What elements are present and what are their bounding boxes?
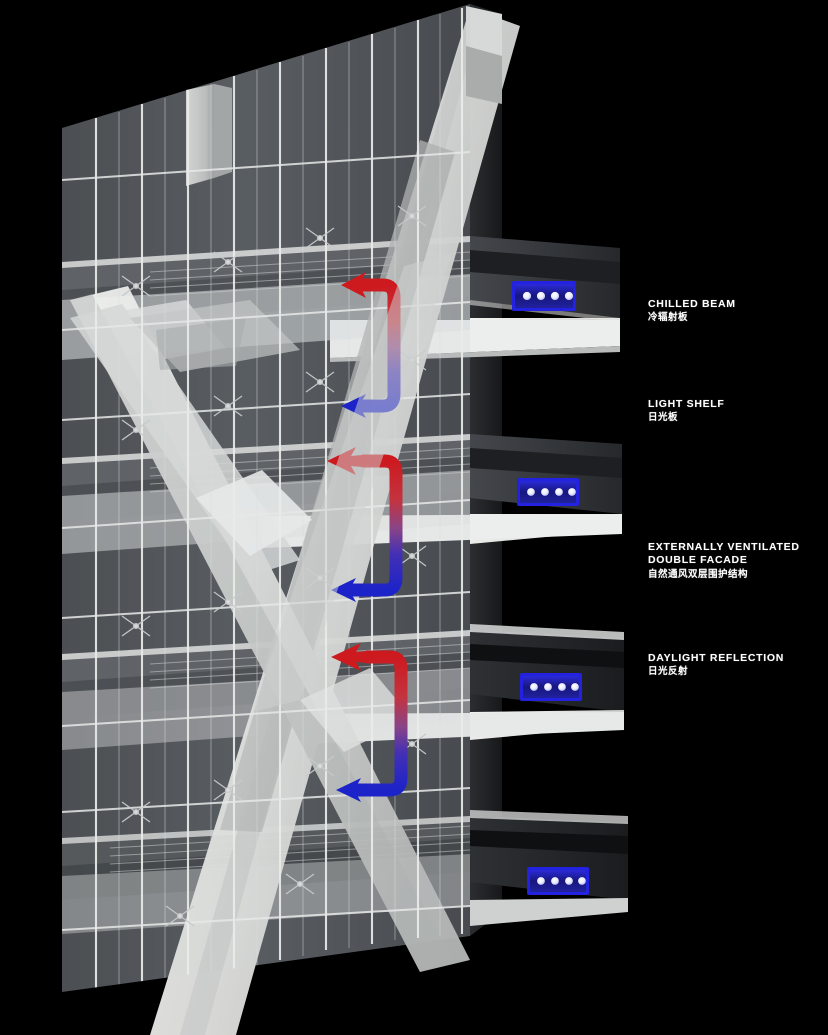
curtain-wall-system — [62, 4, 470, 992]
foreground-brace — [252, 254, 452, 712]
floor-slab-level-3 — [470, 434, 622, 544]
core-front-face — [186, 84, 214, 186]
spider-fitting — [213, 779, 243, 801]
spider-fitting — [213, 251, 243, 273]
spider-fitting — [121, 615, 151, 637]
callout-light-shelf: LIGHT SHELF 日光板 — [648, 398, 725, 425]
callout-chilled-beam: CHILLED BEAM 冷辐射板 — [648, 298, 736, 325]
chilled-beam-unit — [512, 281, 576, 311]
spider-fitting — [213, 395, 243, 417]
spider-fitting — [397, 205, 427, 227]
slab-soffit-shadow — [470, 644, 624, 668]
rooftop-core — [186, 84, 232, 186]
brace-front-pass — [252, 254, 452, 712]
chilled-beam-unit — [527, 867, 589, 895]
airflow-path — [355, 650, 408, 797]
spider-fitting — [305, 755, 335, 777]
slab-soffit-shadow — [470, 830, 628, 854]
ceiling-reflector — [470, 810, 628, 824]
callout-label-zh: 冷辐射板 — [648, 312, 689, 324]
chilled-beam-unit — [520, 673, 582, 701]
callout-label-en: CHILLED BEAM — [648, 298, 736, 310]
spider-fitting — [305, 371, 335, 393]
roof-beam-face — [466, 46, 502, 104]
airflow-loop — [331, 643, 408, 802]
callout-label-en: DAYLIGHT REFLECTION — [648, 652, 784, 664]
callout-daylight-reflection: DAYLIGHT REFLECTION 日光反射 — [648, 652, 784, 679]
callout-label-en-line2: DOUBLE FACADE — [648, 554, 748, 567]
roof-beam-volume — [466, 6, 502, 104]
spider-fitting — [397, 545, 427, 567]
spider-fitting — [121, 275, 151, 297]
brace-diagonal-ascending-shadow — [70, 294, 452, 972]
spider-fitting — [165, 905, 195, 927]
slab-soffit-shadow — [470, 250, 620, 284]
callout-label-zh: 日光板 — [648, 412, 679, 424]
brace-node-gusset — [300, 668, 412, 752]
callout-label-zh: 日光反射 — [648, 666, 689, 678]
spider-fitting — [305, 227, 335, 249]
airflow-path — [350, 454, 403, 597]
slab-top-plate — [470, 898, 628, 926]
chilled-beam-unit — [517, 478, 579, 506]
callout-label-en-line1: EXTERNALLY VENTILATED — [648, 541, 800, 553]
brace-node-gusset — [196, 470, 312, 556]
spider-fitting — [213, 591, 243, 613]
spider-fitting — [121, 419, 151, 441]
spider-fitting — [285, 873, 315, 895]
ceiling-reflector — [470, 624, 624, 640]
spider-fitting — [397, 733, 427, 755]
callout-label-en: LIGHT SHELF — [648, 398, 725, 410]
arrow-head-supply — [341, 272, 372, 298]
brace-fold-detail — [156, 318, 246, 370]
arrow-head-supply — [331, 643, 367, 671]
arrow-head-return — [331, 578, 362, 602]
glass-sheen — [62, 4, 470, 992]
spider-fitting — [121, 801, 151, 823]
callout-double-facade: EXTERNALLY VENTILATED DOUBLE FACADE 自然通风… — [648, 541, 800, 581]
core-side-face — [214, 84, 232, 178]
callout-label-zh: 自然通风双层围护结构 — [648, 568, 749, 580]
slab-soffit-shadow — [470, 448, 622, 478]
roof-beam-top — [466, 6, 502, 56]
vertical-mullions — [94, 8, 464, 992]
arrow-head-return — [336, 778, 367, 802]
chilled-beam-group — [512, 281, 589, 895]
